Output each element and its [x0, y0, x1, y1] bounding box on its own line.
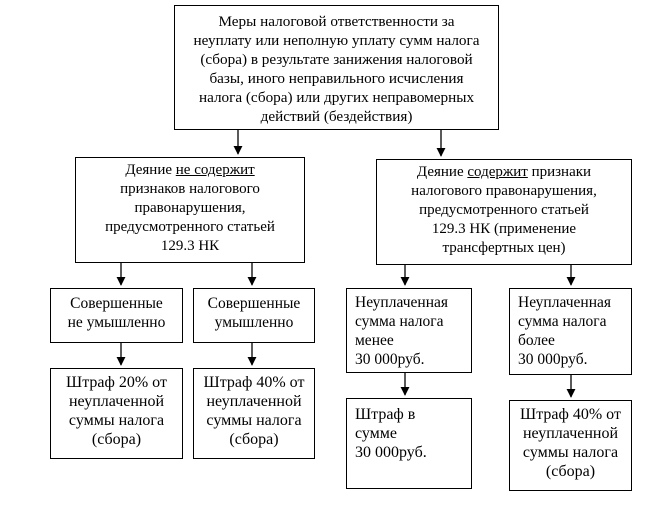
intent-text: Совершенные умышленно	[207, 295, 301, 331]
nonintent-text: Совершенные не умышленно	[67, 295, 166, 331]
intent-box: Совершенные умышленно	[193, 288, 315, 343]
branch-not-contains-line1-pre: Деяние	[125, 162, 176, 178]
root-text: Меры налоговой ответственности за неупла…	[193, 13, 480, 125]
branch-not-contains-box: Деяние не содержит признаков налогового п…	[75, 157, 305, 263]
fine-40-left-text: Штраф 40% от неуплаченной суммы налога (…	[203, 374, 305, 448]
branch-contains-line1-pre: Деяние	[416, 164, 468, 180]
branch-contains-text: Деяние содержит признаки налогового право…	[377, 163, 631, 258]
branch-not-contains-rest: признаков налогового правонарушения, пре…	[105, 181, 275, 254]
branch-contains-box: Деяние содержит признаки налогового право…	[376, 159, 632, 265]
root-box: Меры налоговой ответственности за неупла…	[174, 5, 499, 130]
more-than-box: Неуплаченная сумма налога более 30 000ру…	[509, 288, 632, 375]
branch-not-contains-underline: не содержит	[175, 162, 255, 178]
fine-40-right-box: Штраф 40% от неуплаченной суммы налога (…	[509, 400, 632, 491]
fine-fixed-text: Штраф в сумме 30 000руб.	[355, 406, 427, 461]
branch-not-contains-text: Деяние не содержит признаков налогового п…	[76, 161, 304, 256]
branch-contains-line1-post: признаки	[527, 164, 592, 180]
nonintent-box: Совершенные не умышленно	[50, 288, 183, 343]
branch-contains-underline: содержит	[467, 164, 528, 180]
less-than-box: Неуплаченная сумма налога менее 30 000ру…	[346, 288, 472, 373]
fine-40-right-text: Штраф 40% от неуплаченной суммы налога (…	[520, 406, 621, 480]
branch-contains-rest: налогового правонарушения, предусмотренн…	[411, 183, 597, 256]
more-than-text: Неуплаченная сумма налога более 30 000ру…	[518, 294, 611, 368]
less-than-text: Неуплаченная сумма налога менее 30 000ру…	[355, 294, 448, 368]
fine-fixed-box: Штраф в сумме 30 000руб.	[346, 398, 472, 489]
fine-20-box: Штраф 20% от неуплаченной суммы налога (…	[50, 368, 183, 459]
fine-40-left-box: Штраф 40% от неуплаченной суммы налога (…	[193, 368, 315, 459]
fine-20-text: Штраф 20% от неуплаченной суммы налога (…	[66, 374, 167, 448]
